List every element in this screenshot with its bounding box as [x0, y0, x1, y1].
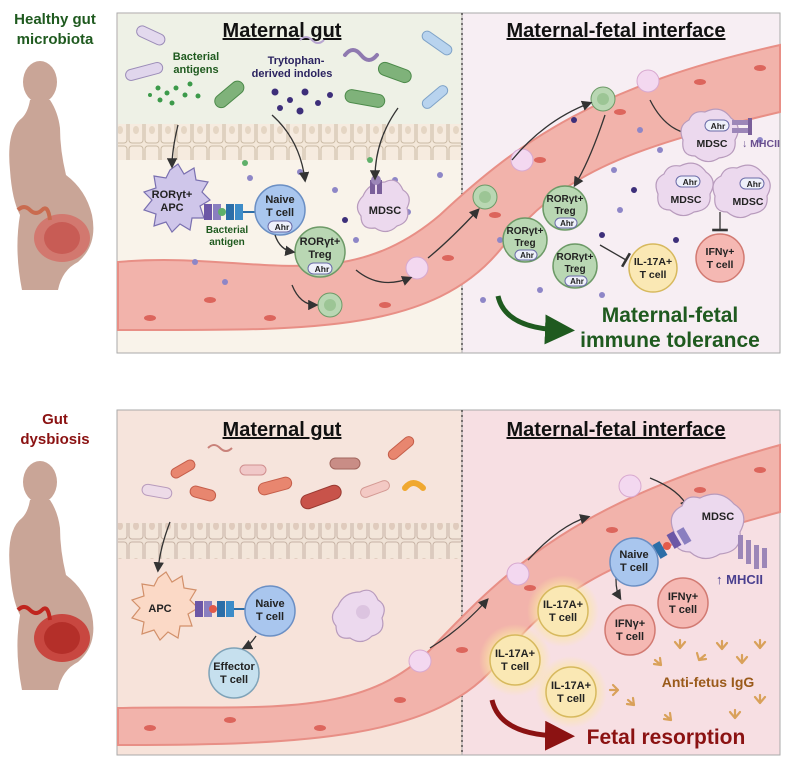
il17-a-line1: IL-17A+ — [543, 599, 583, 611]
mhcii-high-label: ↑ MHCII — [716, 572, 763, 587]
healthy-apc-cell — [142, 163, 211, 233]
il17-a-line2: T cell — [549, 612, 577, 624]
healthy-il17-cell — [628, 243, 678, 293]
healthy-gut-mdsc-label: MDSC — [369, 205, 401, 217]
bacterial-antigen-dots — [148, 81, 201, 106]
interface-treg-b-ahr: Ahr — [520, 251, 534, 260]
dysbiosis-ifng-a — [604, 604, 656, 656]
healthy-outcome-line2: immune tolerance — [580, 329, 760, 352]
healthy-side-label-line2: microbiota — [17, 31, 94, 48]
interface-treg-c-line1: RORγt+ — [557, 252, 594, 263]
mhcii-low-label: ↓ MHCII — [742, 138, 780, 150]
interface-mdsc-left-ahr: Ahr — [683, 177, 698, 187]
interface-treg-c-ahr: Ahr — [570, 277, 584, 286]
interface-mdsc-left — [655, 162, 714, 217]
healthy-naive-t-cell — [254, 184, 306, 236]
healthy-naive-label-line1: Naive — [265, 194, 294, 206]
anti-fetus-igg-label: Anti-fetus IgG — [662, 674, 755, 690]
healthy-gut-treg-ahr: Ahr — [315, 264, 330, 274]
healthy-bacteria — [125, 25, 453, 109]
dysbiosis-apc-cell — [130, 571, 199, 641]
bacterial-antigen-label-line1: Bacterial — [206, 225, 248, 236]
pregnant-woman-dysbiosis-icon — [9, 461, 94, 690]
dysbiosis-apc-label: APC — [148, 603, 171, 615]
interface-treg-b-line2: Treg — [514, 238, 535, 249]
dysbiosis-mhc-tcr-complex — [195, 601, 245, 617]
healthy-il17-line1: IL-17A+ — [634, 256, 672, 268]
ifng-a-line2: T cell — [616, 631, 644, 643]
healthy-ifng-line1: IFNγ+ — [706, 246, 735, 258]
dysbiosis-epithelium — [118, 523, 461, 559]
dysbiosis-blood-vessel — [117, 443, 781, 747]
antibody-icons — [608, 638, 767, 722]
interface-treg-a-line2: Treg — [554, 206, 575, 217]
indole-dots — [271, 88, 333, 115]
dysbiosis-ifng-b — [657, 577, 709, 629]
healthy-mhc-tcr-complex — [204, 204, 256, 220]
interface-mdsc-top-label: MDSC — [697, 138, 728, 150]
pregnant-woman-icon — [9, 61, 94, 290]
indoles-label-line1: Trytophan- — [268, 55, 325, 67]
healthy-outcome-arrow — [495, 295, 575, 345]
indoles-label-line2: derived indoles — [252, 68, 333, 80]
interface-mdsc-top-ahr: Ahr — [711, 121, 726, 131]
healthy-il17-line2: T cell — [640, 269, 667, 281]
dysbiosis-interface-mdsc — [670, 493, 767, 569]
healthy-apc-label-line2: APC — [160, 202, 183, 214]
dysbiosis-outcome-arrow — [489, 699, 575, 751]
dysbiosis-gut-title: Maternal gut — [223, 419, 342, 441]
dysbiosis-side-label-line2: dysbiosis — [20, 431, 89, 448]
ifng-b-line1: IFNγ+ — [668, 591, 698, 603]
dysbiosis-mdsc-label: MDSC — [702, 511, 734, 523]
dysbiosis-il17-cells — [479, 575, 607, 728]
dysbiosis-panel: Gut dysbiosis Maternal gut Maternal-feta… — [9, 409, 781, 756]
interface-mdsc-right-label: MDSC — [733, 196, 764, 208]
dysbiosis-interface-naive-line2: T cell — [620, 562, 648, 574]
dysbiosis-outcome: Fetal resorption — [587, 726, 746, 749]
healthy-panel: Healthy gut microbiota Maternal gut — [9, 11, 781, 354]
healthy-interface-title: Maternal-fetal interface — [507, 20, 726, 42]
dysbiosis-side-label-line1: Gut — [42, 411, 68, 428]
healthy-gut-title: Maternal gut — [223, 20, 342, 42]
interface-mdsc-left-label: MDSC — [671, 194, 702, 206]
interface-treg-c-line2: Treg — [564, 264, 585, 275]
dysbiosis-interface-title: Maternal-fetal interface — [507, 419, 726, 441]
ifng-b-line2: T cell — [669, 604, 697, 616]
il17-c-line2: T cell — [557, 693, 585, 705]
bacterial-antigen-label-line2: antigen — [209, 237, 245, 248]
bacterial-antigens-label-line1: Bacterial — [173, 51, 219, 63]
interface-treg-a-ahr: Ahr — [560, 219, 574, 228]
healthy-apc-label-line1: RORγt+ — [152, 189, 193, 201]
interface-treg-a-line1: RORγt+ — [547, 194, 584, 205]
healthy-side-label-line1: Healthy gut — [14, 11, 96, 28]
healthy-naive-ahr: Ahr — [275, 222, 290, 232]
interface-treg-cluster — [502, 185, 598, 289]
healthy-blood-vessel — [117, 43, 781, 332]
healthy-ifng-line2: T cell — [707, 259, 734, 271]
effector-t-cell — [208, 647, 260, 699]
dysbiosis-naive-line1: Naive — [255, 598, 284, 610]
effector-line1: Effector — [213, 661, 255, 673]
dysbiosis-naive-line2: T cell — [256, 611, 284, 623]
healthy-ifng-cell — [695, 233, 745, 283]
il17-b-line2: T cell — [501, 661, 529, 673]
interface-mdsc-right-ahr: Ahr — [747, 179, 762, 189]
dysbiosis-bacteria — [141, 436, 426, 510]
dysbiosis-gut-mdsc — [331, 589, 385, 643]
healthy-epithelium — [118, 124, 461, 160]
healthy-naive-label-line2: T cell — [266, 207, 294, 219]
healthy-gut-treg-line1: RORγt+ — [300, 236, 341, 248]
il17-c-line1: IL-17A+ — [551, 680, 591, 692]
dysbiosis-naive-t-cell — [244, 585, 296, 637]
dysbiosis-naive-interface — [609, 537, 659, 587]
bacterial-antigens-label-line2: antigens — [173, 64, 218, 76]
ifng-a-line1: IFNγ+ — [615, 618, 645, 630]
effector-line2: T cell — [220, 674, 248, 686]
healthy-outcome-line1: Maternal-fetal — [602, 304, 739, 327]
dysbiosis-interface-naive-line1: Naive — [619, 549, 648, 561]
interface-treg-b-line1: RORγt+ — [507, 226, 544, 237]
healthy-gut-treg-line2: Treg — [308, 249, 331, 261]
il17-b-line1: IL-17A+ — [495, 648, 535, 660]
